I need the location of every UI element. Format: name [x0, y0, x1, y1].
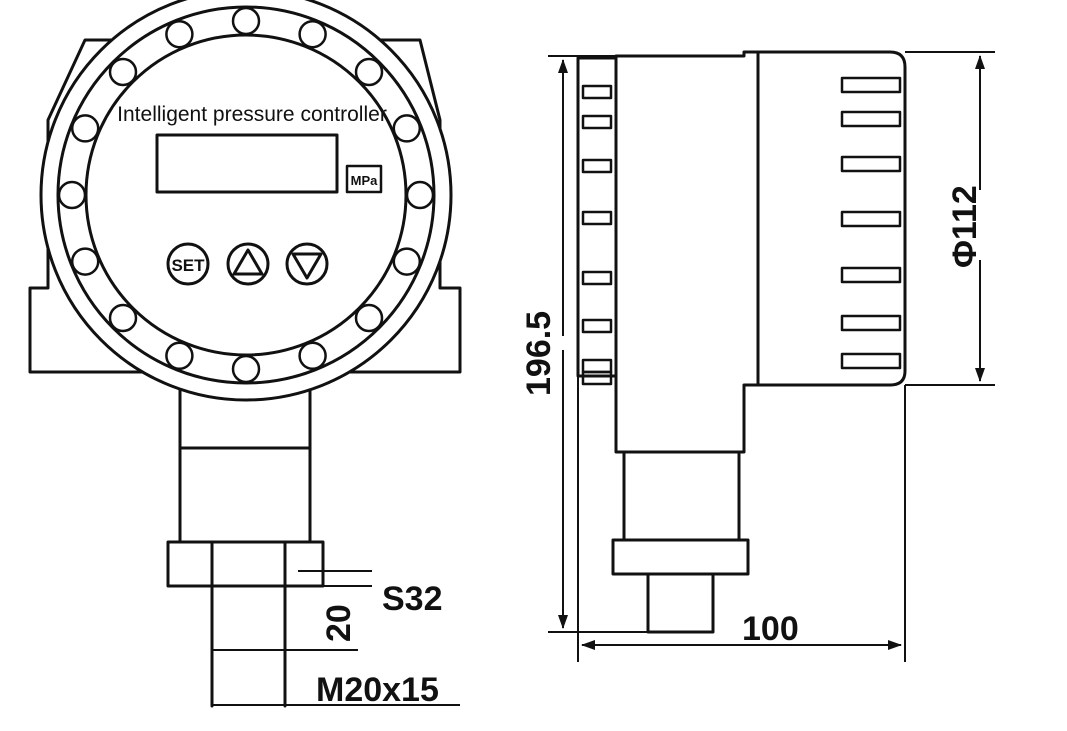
- ring-slot: [581, 370, 613, 386]
- hex-nut: [166, 540, 325, 588]
- bezel-bolt: [354, 303, 384, 333]
- cover-slot: [840, 155, 902, 173]
- device-title: Intelligent pressure controller: [117, 103, 387, 126]
- ring-slot: [581, 358, 613, 374]
- up-arrow-icon: [232, 248, 264, 276]
- bezel-bolt: [392, 247, 422, 276]
- lcd-display: [155, 133, 339, 194]
- unit-box: [345, 164, 383, 194]
- ring-slot: [581, 210, 613, 226]
- unit-label: MPa: [351, 173, 379, 188]
- thread-length-label: 20: [320, 604, 358, 642]
- cover-slot: [840, 76, 902, 94]
- body-side: [614, 50, 760, 454]
- set-button[interactable]: [166, 242, 210, 286]
- down-button[interactable]: [285, 242, 329, 286]
- wrench-size-label: S32: [382, 580, 443, 618]
- bezel-bolt: [165, 19, 194, 49]
- bezel-bolt: [298, 341, 327, 371]
- bezel-bolt: [108, 303, 138, 333]
- cover-slot: [840, 110, 902, 128]
- ring-slots: [581, 84, 613, 386]
- set-label: SET: [171, 256, 205, 275]
- bezel-bolt: [57, 180, 87, 210]
- dial-face: [84, 33, 408, 357]
- ring-slot: [581, 84, 613, 100]
- bezel-bolt: [392, 114, 422, 143]
- bezel-bolt: [70, 247, 100, 276]
- bezel-bolt: [405, 180, 435, 210]
- housing-diameter-label: Φ112: [946, 185, 984, 268]
- down-arrow-icon: [291, 252, 323, 280]
- cover-slot: [840, 266, 902, 284]
- bezel-bolt: [231, 6, 261, 36]
- hex-nut-side: [611, 538, 750, 576]
- front-view: Intelligent pressure controller MPa SET …: [28, 0, 462, 709]
- cover-side: [756, 50, 907, 387]
- bezel-bolt: [70, 114, 100, 143]
- depth-label: 100: [742, 610, 799, 648]
- cover-slot: [840, 352, 902, 370]
- cover-slots: [840, 76, 902, 370]
- cover-slot: [840, 314, 902, 332]
- bezel-bolt: [354, 57, 384, 87]
- thread-spec-label: M20x15: [316, 671, 439, 709]
- bezel-bolt: [165, 341, 194, 371]
- front-dimensions: S32 20 M20x15: [212, 570, 460, 709]
- bezel-bolts: [57, 6, 435, 384]
- ring-slot: [581, 114, 613, 130]
- total-height-label: 196.5: [520, 311, 558, 396]
- cover-slot: [840, 210, 902, 228]
- bezel-bolt: [108, 57, 138, 87]
- bezel-bolt: [298, 19, 327, 49]
- ring-slot: [581, 318, 613, 334]
- thread-side: [646, 572, 715, 634]
- side-view: 196.5 Φ112 100: [520, 50, 995, 662]
- ring-slot: [581, 270, 613, 286]
- up-button[interactable]: [226, 242, 270, 286]
- neck-side: [622, 450, 741, 542]
- bezel-bolt: [231, 354, 261, 384]
- ring-slot: [581, 158, 613, 174]
